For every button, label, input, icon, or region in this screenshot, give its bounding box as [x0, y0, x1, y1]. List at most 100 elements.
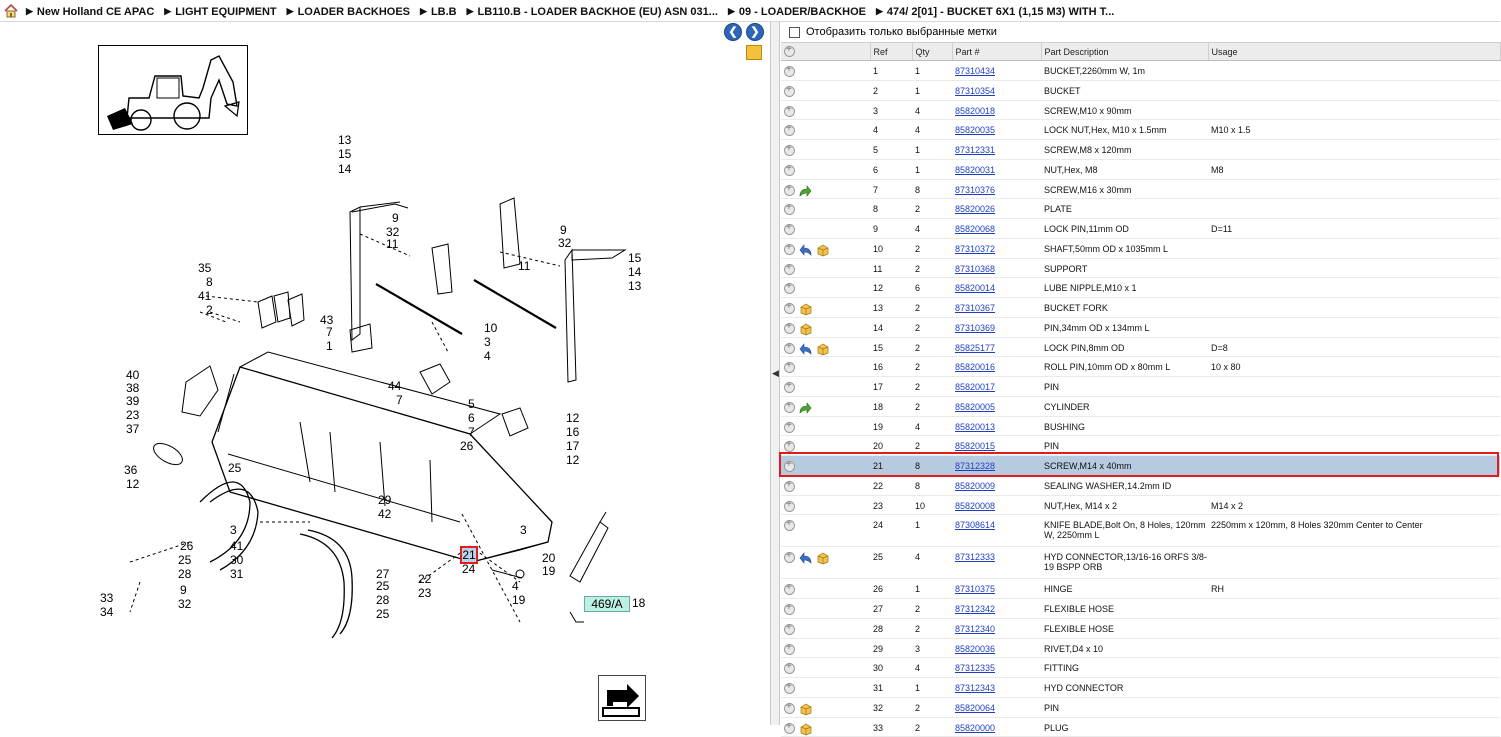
add-to-cart-icon[interactable] [784, 499, 795, 512]
part-number-link[interactable]: 87310375 [955, 584, 996, 595]
add-to-cart-icon[interactable] [784, 582, 795, 596]
part-number-link[interactable]: 85820018 [955, 105, 996, 116]
part-number-link[interactable]: 87312342 [955, 604, 996, 614]
add-to-cart-icon[interactable] [784, 143, 795, 156]
part-number-link[interactable]: 87308614 [955, 520, 996, 531]
part-number-link[interactable]: 87310367 [955, 303, 996, 313]
package-icon[interactable] [799, 723, 812, 735]
add-to-cart-icon[interactable] [784, 163, 795, 176]
add-to-cart-icon[interactable] [784, 281, 795, 295]
add-to-cart-icon[interactable] [784, 242, 795, 255]
header-usage[interactable]: Usage [1208, 42, 1501, 61]
home-icon[interactable] [4, 3, 18, 18]
part-number-link[interactable]: 87312335 [955, 663, 996, 674]
part-number-link[interactable]: 85820031 [955, 164, 996, 175]
part-number-link[interactable]: 87312340 [955, 623, 996, 634]
page-reference-link[interactable]: 469/A [584, 596, 630, 612]
add-to-cart-icon[interactable] [784, 183, 795, 196]
part-number-link[interactable]: 87312331 [955, 145, 996, 155]
package-icon[interactable] [799, 323, 812, 336]
add-to-cart-icon[interactable] [784, 681, 795, 694]
highlighted-callout[interactable]: 21 [460, 546, 478, 564]
part-number-link[interactable]: 87312343 [955, 683, 996, 693]
add-to-cart-icon[interactable] [784, 64, 795, 77]
green-arrow-icon[interactable] [799, 401, 812, 414]
part-number-link[interactable]: 87312328 [955, 461, 996, 471]
add-to-cart-icon[interactable] [784, 222, 795, 235]
collapse-arrow-icon[interactable]: ◀ [772, 368, 779, 378]
breadcrumb-item[interactable]: ▶474/ 2[01] - BUCKET 6X1 (1,15 M3) WITH … [876, 6, 1114, 18]
header-ref[interactable]: Ref [870, 42, 913, 61]
part-number-link[interactable]: 87310354 [955, 85, 996, 96]
forward-arrow-icon[interactable]: ❯ [746, 23, 764, 41]
breadcrumb-item[interactable]: ▶New Holland CE APAC [26, 6, 154, 18]
add-to-cart-icon[interactable] [784, 202, 795, 216]
part-number-link[interactable]: 87310372 [955, 243, 996, 254]
back-arrow-icon[interactable]: ❮ [724, 23, 742, 41]
breadcrumb-item[interactable]: ▶LIGHT EQUIPMENT [164, 6, 276, 18]
add-to-cart-icon[interactable] [784, 341, 795, 354]
blue-arrow-icon[interactable] [799, 552, 812, 565]
export-icon[interactable] [598, 675, 646, 721]
add-to-cart-icon[interactable] [784, 661, 795, 675]
green-arrow-icon[interactable] [799, 184, 812, 197]
part-number-link[interactable]: 87310368 [955, 263, 996, 274]
package-icon[interactable] [816, 343, 829, 355]
part-number-link[interactable]: 85820016 [955, 362, 996, 373]
part-number-link[interactable]: 85820015 [955, 441, 996, 452]
header-qty[interactable]: Qty [912, 42, 953, 61]
add-to-cart-icon[interactable] [784, 518, 795, 532]
add-to-cart-icon[interactable] [784, 550, 795, 564]
part-number-link[interactable]: 85820008 [955, 500, 996, 511]
part-number-link[interactable]: 85820068 [955, 224, 996, 234]
header-part-number[interactable]: Part # [952, 42, 1042, 61]
expand-all-icon[interactable] [784, 44, 795, 57]
add-to-cart-icon[interactable] [784, 721, 795, 734]
part-number-link[interactable]: 85820009 [955, 480, 996, 491]
add-to-cart-icon[interactable] [784, 701, 795, 714]
add-to-cart-icon[interactable] [784, 84, 795, 97]
model-thumbnail[interactable] [98, 45, 248, 135]
add-to-cart-icon[interactable] [784, 439, 795, 453]
package-icon[interactable] [799, 303, 812, 316]
part-number-link[interactable]: 87310376 [955, 184, 996, 195]
add-to-cart-icon[interactable] [784, 262, 795, 275]
part-number-link[interactable]: 85820000 [955, 722, 996, 733]
add-to-cart-icon[interactable] [784, 642, 795, 655]
breadcrumb-item[interactable]: ▶LB.B [420, 6, 457, 18]
note-icon[interactable] [746, 45, 762, 60]
header-description[interactable]: Part Description [1041, 42, 1209, 61]
package-icon[interactable] [816, 244, 829, 257]
add-to-cart-icon[interactable] [784, 400, 795, 413]
add-to-cart-icon[interactable] [784, 479, 795, 492]
breadcrumb-item[interactable]: ▶LB110.B - LOADER BACKHOE (EU) ASN 031..… [467, 6, 718, 18]
add-to-cart-icon[interactable] [784, 420, 795, 433]
part-number-link[interactable]: 85820005 [955, 401, 996, 412]
part-number-link[interactable]: 85820013 [955, 421, 996, 432]
part-number-link[interactable]: 85820035 [955, 125, 996, 136]
add-to-cart-icon[interactable] [784, 459, 795, 472]
blue-arrow-icon[interactable] [799, 243, 812, 256]
